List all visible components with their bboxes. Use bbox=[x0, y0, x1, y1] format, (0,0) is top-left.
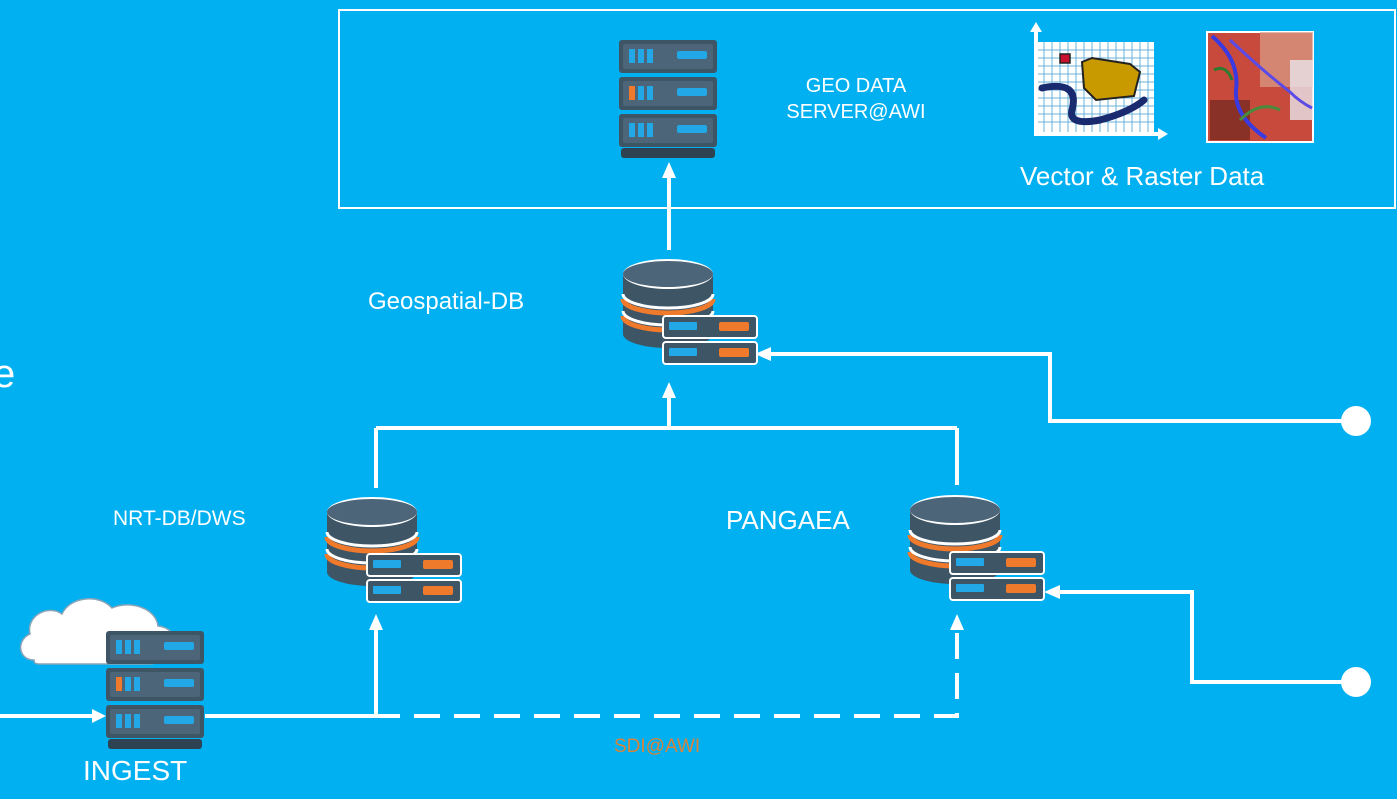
connector-lines bbox=[0, 176, 1353, 718]
geo-data-server-label-line1: GEO DATA bbox=[805, 75, 907, 97]
external-source-lower-dot bbox=[1341, 667, 1371, 697]
sdi-awi-label: SDI@AWI bbox=[614, 736, 701, 757]
cropped-edge-text: e bbox=[0, 352, 16, 396]
vector-raster-label: Vector & Raster Data bbox=[1020, 161, 1265, 191]
geo-server-icon bbox=[619, 40, 717, 158]
ingest-label: INGEST bbox=[83, 755, 188, 786]
pangaea-db-icon bbox=[910, 495, 1044, 600]
geospatial-db-label: Geospatial-DB bbox=[368, 288, 525, 315]
external-source-upper-dot bbox=[1341, 406, 1371, 436]
ingest-server-icon bbox=[106, 631, 204, 749]
geo-data-server-label-line2: SERVER@AWI bbox=[786, 101, 926, 123]
nrt-db-label: NRT-DB/DWS bbox=[113, 507, 246, 530]
vector-map-icon bbox=[1030, 22, 1168, 140]
geo-server-frame bbox=[338, 9, 1396, 209]
satellite-raster-icon bbox=[1206, 31, 1314, 143]
arrowheads bbox=[92, 162, 1060, 723]
geospatial-db-icon bbox=[623, 259, 757, 364]
nrt-db-icon bbox=[327, 497, 461, 602]
pangaea-label: PANGAEA bbox=[726, 505, 850, 535]
geo-data-server-label: GEO DATA SERVER@AWI bbox=[748, 73, 964, 125]
